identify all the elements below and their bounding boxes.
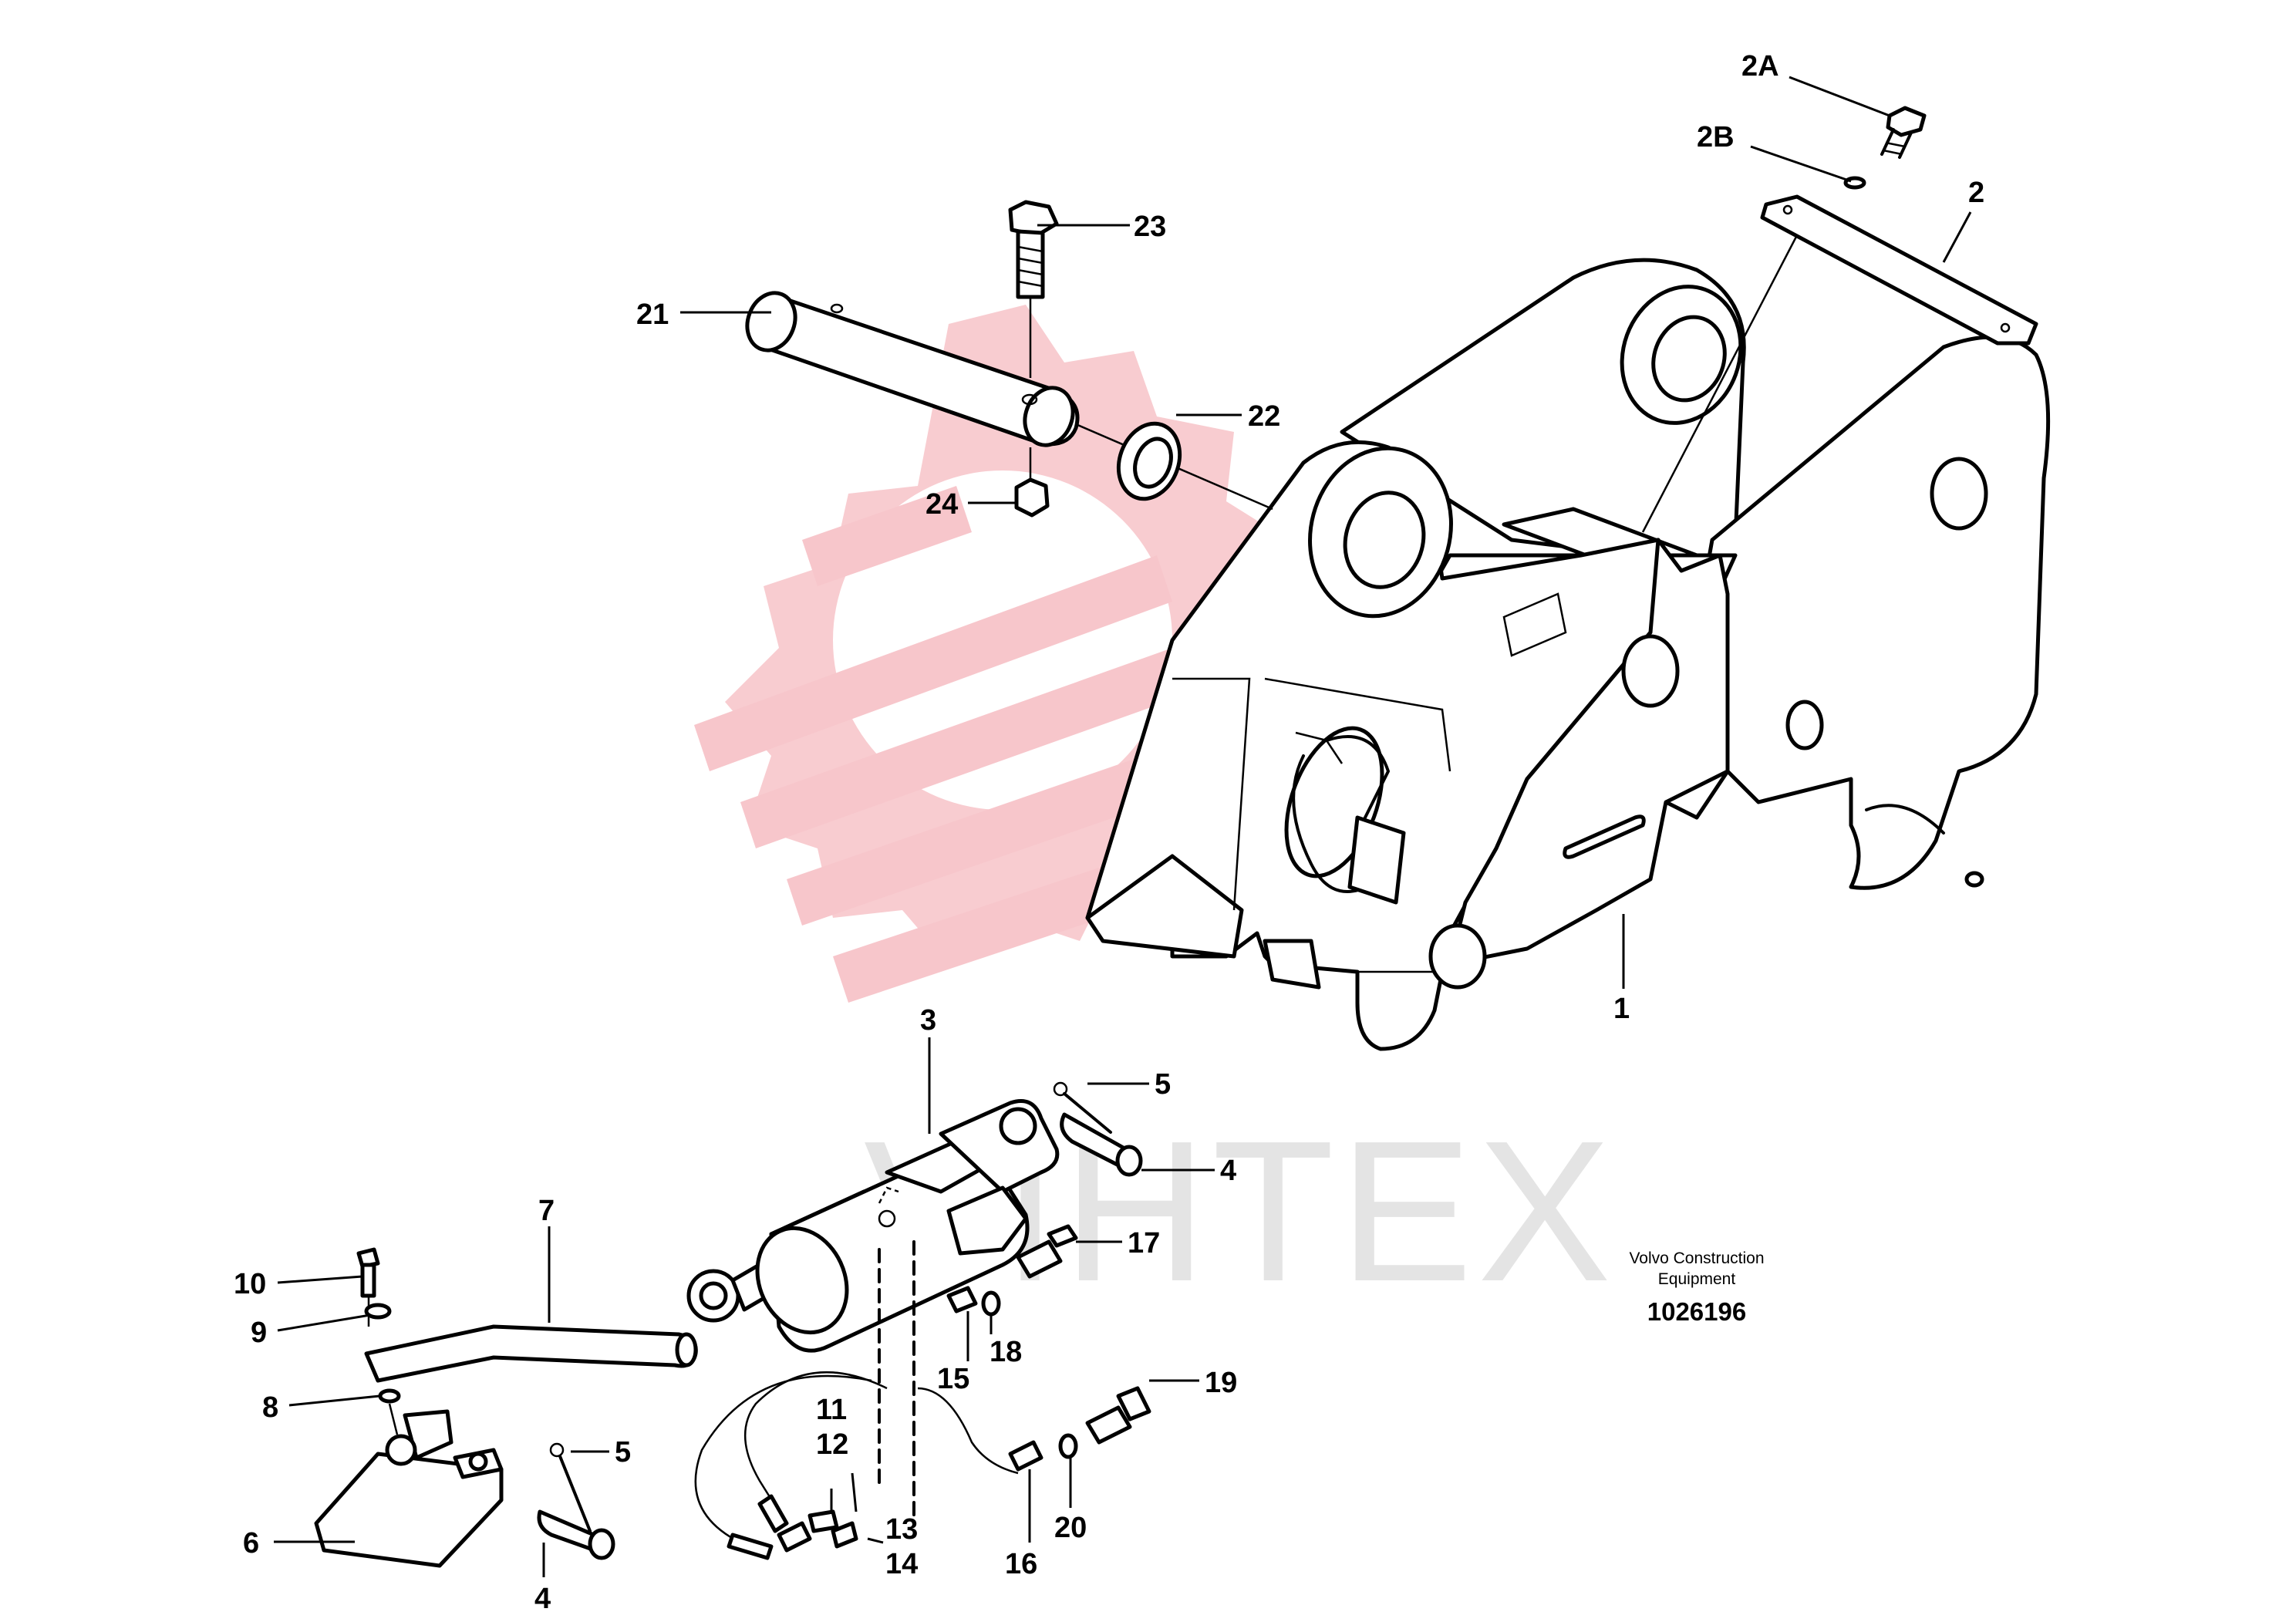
label-11: 11 (816, 1394, 847, 1426)
bolt-part-10 (356, 1247, 380, 1327)
leader-2-to-frame (1641, 234, 1799, 533)
label-7: 7 (538, 1195, 555, 1227)
label-1: 1 (1613, 993, 1630, 1025)
callout-labels: 21 23 22 24 2A 2B 2 1 3 5 4 7 10 9 8 5 6… (234, 50, 1984, 1615)
label-10: 10 (234, 1268, 266, 1300)
label-18: 18 (990, 1336, 1022, 1368)
coupler-frame-part-1 (1085, 258, 2051, 1051)
label-20: 20 (1054, 1512, 1087, 1544)
washer-part-9 (364, 1303, 392, 1320)
cotter-pin-part-5-lower (549, 1442, 592, 1533)
label-16: 16 (1005, 1548, 1037, 1580)
cotter-pin-part-5-upper (1053, 1081, 1112, 1134)
lock-block-part-6 (314, 1409, 504, 1568)
label-9: 9 (251, 1317, 267, 1349)
label-2a: 2A (1741, 50, 1779, 83)
nut-part-24 (1014, 447, 1050, 518)
label-22: 22 (1248, 400, 1280, 433)
caption-line-2: Equipment (1658, 1270, 1736, 1288)
label-13: 13 (885, 1513, 918, 1546)
label-12: 12 (816, 1428, 848, 1461)
label-5-lower: 5 (615, 1436, 631, 1469)
label-17: 17 (1128, 1227, 1160, 1259)
label-24: 24 (925, 488, 958, 521)
caption-block: Volvo Construction Equipment 1026196 (1629, 1249, 1764, 1326)
pin-part-4-upper (1060, 1112, 1143, 1177)
bolt-part-23 (1008, 200, 1059, 378)
cover-plate-part-2 (1641, 194, 2038, 533)
label-21: 21 (636, 298, 669, 331)
label-4-upper: 4 (1220, 1155, 1236, 1187)
label-4-lower: 4 (534, 1583, 551, 1615)
label-15: 15 (937, 1363, 969, 1395)
label-2: 2 (1968, 177, 1984, 209)
rod-part-7 (364, 1324, 698, 1383)
caption-line-1: Volvo Construction (1629, 1249, 1764, 1267)
hose-assembly (694, 1224, 1151, 1560)
label-8: 8 (262, 1391, 278, 1424)
label-23: 23 (1134, 211, 1166, 243)
bolt-part-2a (1880, 106, 1927, 159)
label-3: 3 (920, 1004, 936, 1037)
cylinder-part-3 (686, 1099, 1060, 1353)
label-6: 6 (243, 1527, 259, 1560)
leader-lines (274, 76, 1972, 1577)
caption-part-number: 1026196 (1647, 1297, 1746, 1326)
label-5-upper: 5 (1155, 1068, 1171, 1101)
label-19: 19 (1205, 1367, 1237, 1399)
pin-part-4-lower (537, 1509, 615, 1560)
pin-part-21 (745, 291, 1273, 511)
label-2b: 2B (1697, 121, 1735, 153)
washer-part-8 (378, 1388, 401, 1404)
label-14: 14 (885, 1548, 918, 1580)
spacer-ring-part-22 (1116, 421, 1182, 501)
